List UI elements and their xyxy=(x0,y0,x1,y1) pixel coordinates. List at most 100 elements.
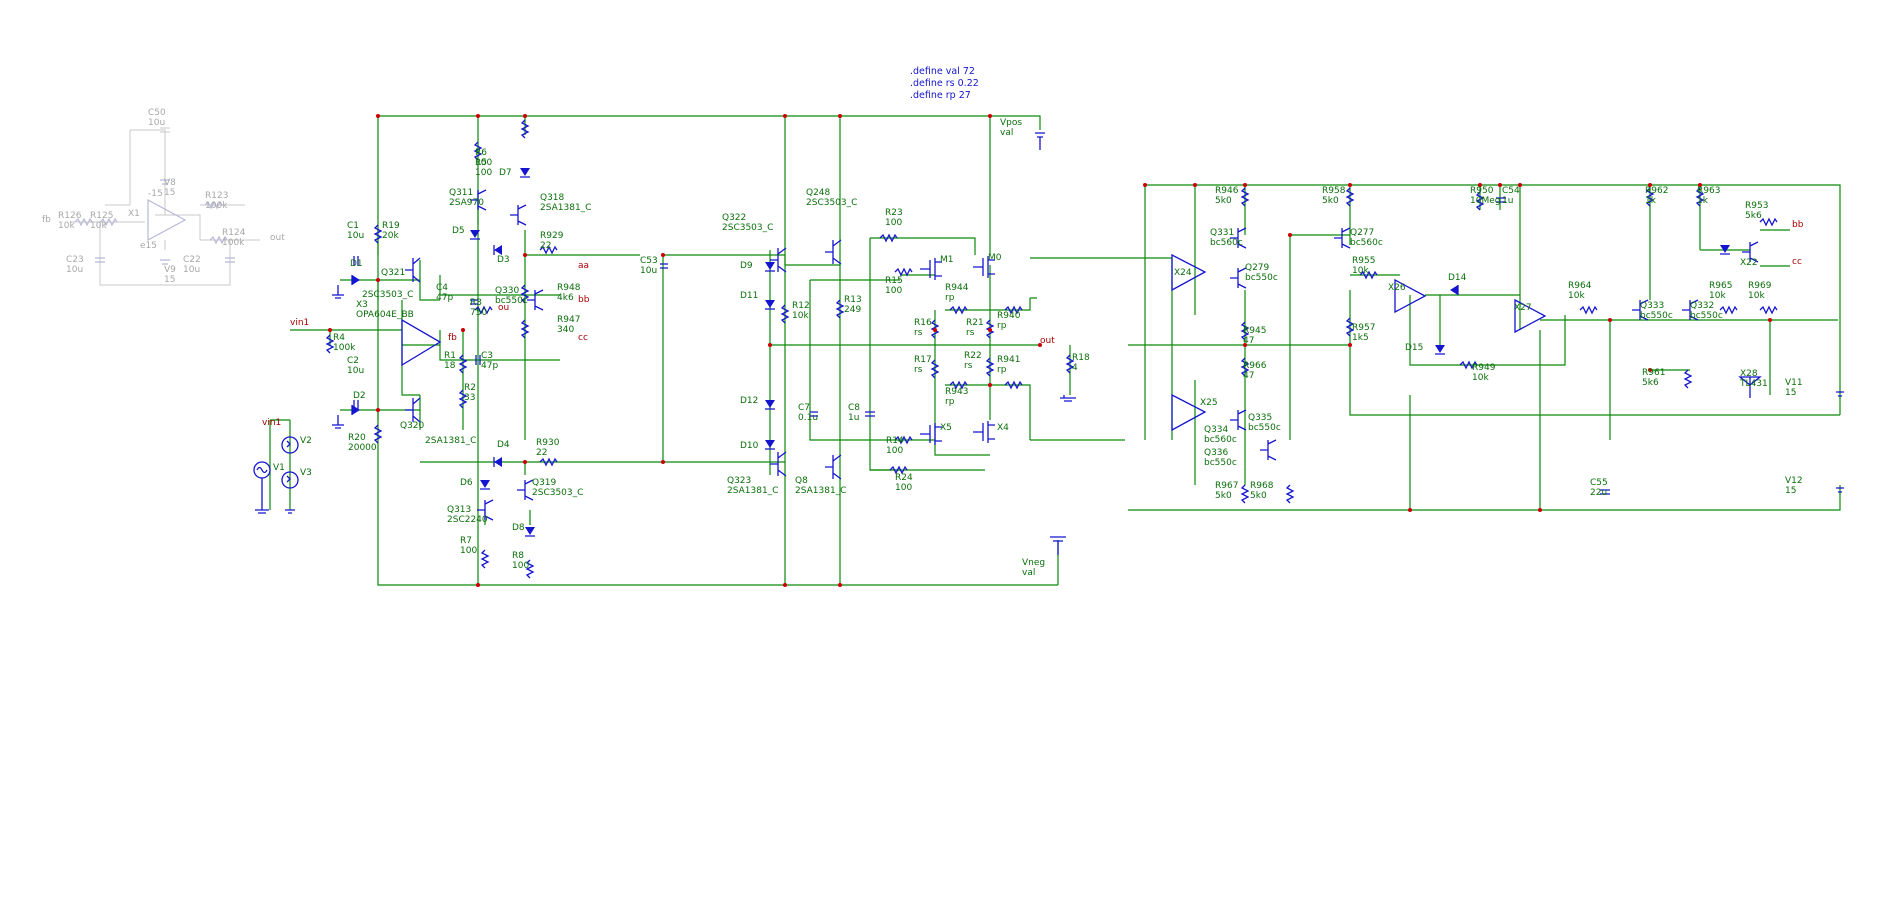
component-label-q279: Q279 xyxy=(1245,263,1270,273)
component-label-x22: X22 xyxy=(1740,258,1758,268)
component-label-r123: R123 xyxy=(205,191,228,201)
component-label-x4: X4 xyxy=(997,423,1009,433)
component-label-q332: Q332 xyxy=(1690,301,1714,311)
component-value-r125: 10k xyxy=(90,221,107,231)
component-label-c7: C7 xyxy=(798,403,810,413)
component-label-d14: D14 xyxy=(1448,273,1467,283)
component-value-r943: rp xyxy=(945,397,955,407)
component-label-r947: R947 xyxy=(557,315,580,325)
component-value-r930: 22 xyxy=(536,448,547,458)
component-label-r965: R965 xyxy=(1709,281,1732,291)
component-label-q323: Q323 xyxy=(727,476,751,486)
component-label-q313: Q313 xyxy=(447,505,471,515)
component-value-q334: bc560c xyxy=(1204,435,1237,445)
component-value-c23: 10u xyxy=(66,265,83,275)
component-label-x28: X28 xyxy=(1740,369,1758,379)
component-label-v2: V2 xyxy=(300,436,312,446)
component-label-q319: Q319 xyxy=(532,478,557,488)
component-value-r7: 100 xyxy=(460,546,477,556)
component-label-e15: e15 xyxy=(140,241,157,251)
component-label-m1: M1 xyxy=(940,255,954,265)
component-value-r24: 100 xyxy=(895,483,912,493)
component-label-r19: R19 xyxy=(382,221,400,231)
component-label-d3: D3 xyxy=(497,255,510,265)
component-value-r941: rp xyxy=(997,365,1007,375)
component-value-r961: 5k6 xyxy=(1642,378,1659,388)
component-value-r123: 100k xyxy=(205,201,228,211)
component-value-r955: 10k xyxy=(1352,266,1369,276)
component-label-r125: R125 xyxy=(90,211,113,221)
component-label-q333: Q333 xyxy=(1640,301,1664,311)
component-label-r948: R948 xyxy=(557,283,581,293)
component-label-r13: R13 xyxy=(844,295,862,305)
junctions xyxy=(328,114,1772,587)
component-label-r23: R23 xyxy=(885,208,903,218)
component-label-r946: R946 xyxy=(1215,186,1239,196)
component-label-d9: D9 xyxy=(740,261,753,271)
component-value-vpos: val xyxy=(1000,128,1013,138)
component-label-r4: R4 xyxy=(333,333,345,343)
component-label-x1: X1 xyxy=(128,209,140,219)
component-value-r962: 1k xyxy=(1645,196,1657,206)
component-value-r15: 100 xyxy=(885,286,902,296)
component-value-r14: 100 xyxy=(886,446,903,456)
component-label-r950: R950 xyxy=(1470,186,1494,196)
component-label-c53: C53 xyxy=(640,256,658,266)
component-value-r946: 5k0 xyxy=(1215,196,1232,206)
component-value-r18: 4 xyxy=(1072,363,1078,373)
define-line: .define val 72 xyxy=(910,66,975,77)
define-line: .define rp 27 xyxy=(910,90,971,101)
component-value-r3: 750 xyxy=(470,308,487,318)
component-label-r12: R12 xyxy=(792,301,810,311)
component-value-r5: 100 xyxy=(475,168,492,178)
net-label-out: out xyxy=(1040,336,1055,346)
component-value-v11: 15 xyxy=(1785,388,1796,398)
component-label-r124: R124 xyxy=(222,228,246,238)
component-label-c1: C1 xyxy=(347,221,359,231)
ghost-buffer-circuit xyxy=(70,127,260,286)
component-value-v9: 15 xyxy=(164,275,175,285)
component-label-d2: D2 xyxy=(353,391,366,401)
component-label-m0: M0 xyxy=(988,253,1002,263)
component-label-c23: C23 xyxy=(66,255,84,265)
define-line: .define rs 0.22 xyxy=(910,78,979,89)
component-value-v12: 15 xyxy=(1785,486,1796,496)
component-label-q336: Q336 xyxy=(1204,448,1229,458)
component-value-r958: 5k0 xyxy=(1322,196,1339,206)
component-label-v11: V11 xyxy=(1785,378,1803,388)
component-value-x28: TL431 xyxy=(1739,379,1768,389)
component-value-q335: bc550c xyxy=(1248,423,1281,433)
component-label-q320b: 2SA1381_C xyxy=(425,436,476,446)
component-value-r124: 100k xyxy=(222,238,245,248)
component-label-r2: R2 xyxy=(464,383,476,393)
component-label-d8: D8 xyxy=(512,523,525,533)
component-label-r6: R6 xyxy=(475,148,487,158)
net-label-aa: aa xyxy=(578,261,589,271)
component-label-r967: R967 xyxy=(1215,481,1238,491)
component-label-r940: R940 xyxy=(997,311,1021,321)
component-value-x3: OPA604E_BB xyxy=(356,310,414,320)
component-label-r14: R14 xyxy=(886,436,904,446)
net-label-vin1b: vin1 xyxy=(262,418,281,428)
component-label-r955: R955 xyxy=(1352,256,1375,266)
component-label-x25: X25 xyxy=(1200,398,1218,408)
component-label-q277: Q277 xyxy=(1350,228,1374,238)
component-value-r967: 5k0 xyxy=(1215,491,1232,501)
component-label-c2: C2 xyxy=(347,356,359,366)
component-value-r12: 10k xyxy=(792,311,809,321)
component-value-r950: 10Meg xyxy=(1470,196,1500,206)
component-value-q323: 2SA1381_C xyxy=(727,486,778,496)
component-label-x24: X24 xyxy=(1174,268,1192,278)
component-label-r929: R929 xyxy=(540,231,564,241)
net-label-vin1: vin1 xyxy=(290,318,309,328)
component-label-r126: R126 xyxy=(58,211,82,221)
component-label-c4: C4 xyxy=(436,283,448,293)
component-value-q332: bc550c xyxy=(1690,311,1723,321)
component-label-x26: X26 xyxy=(1388,283,1406,293)
component-value-r19: 20k xyxy=(382,231,399,241)
component-value-r13: 249 xyxy=(844,305,861,315)
component-value-r16: rs xyxy=(914,328,923,338)
component-value-r23: 100 xyxy=(885,218,902,228)
component-label-r953: R953 xyxy=(1745,201,1768,211)
component-label-d7: D7 xyxy=(499,168,512,178)
